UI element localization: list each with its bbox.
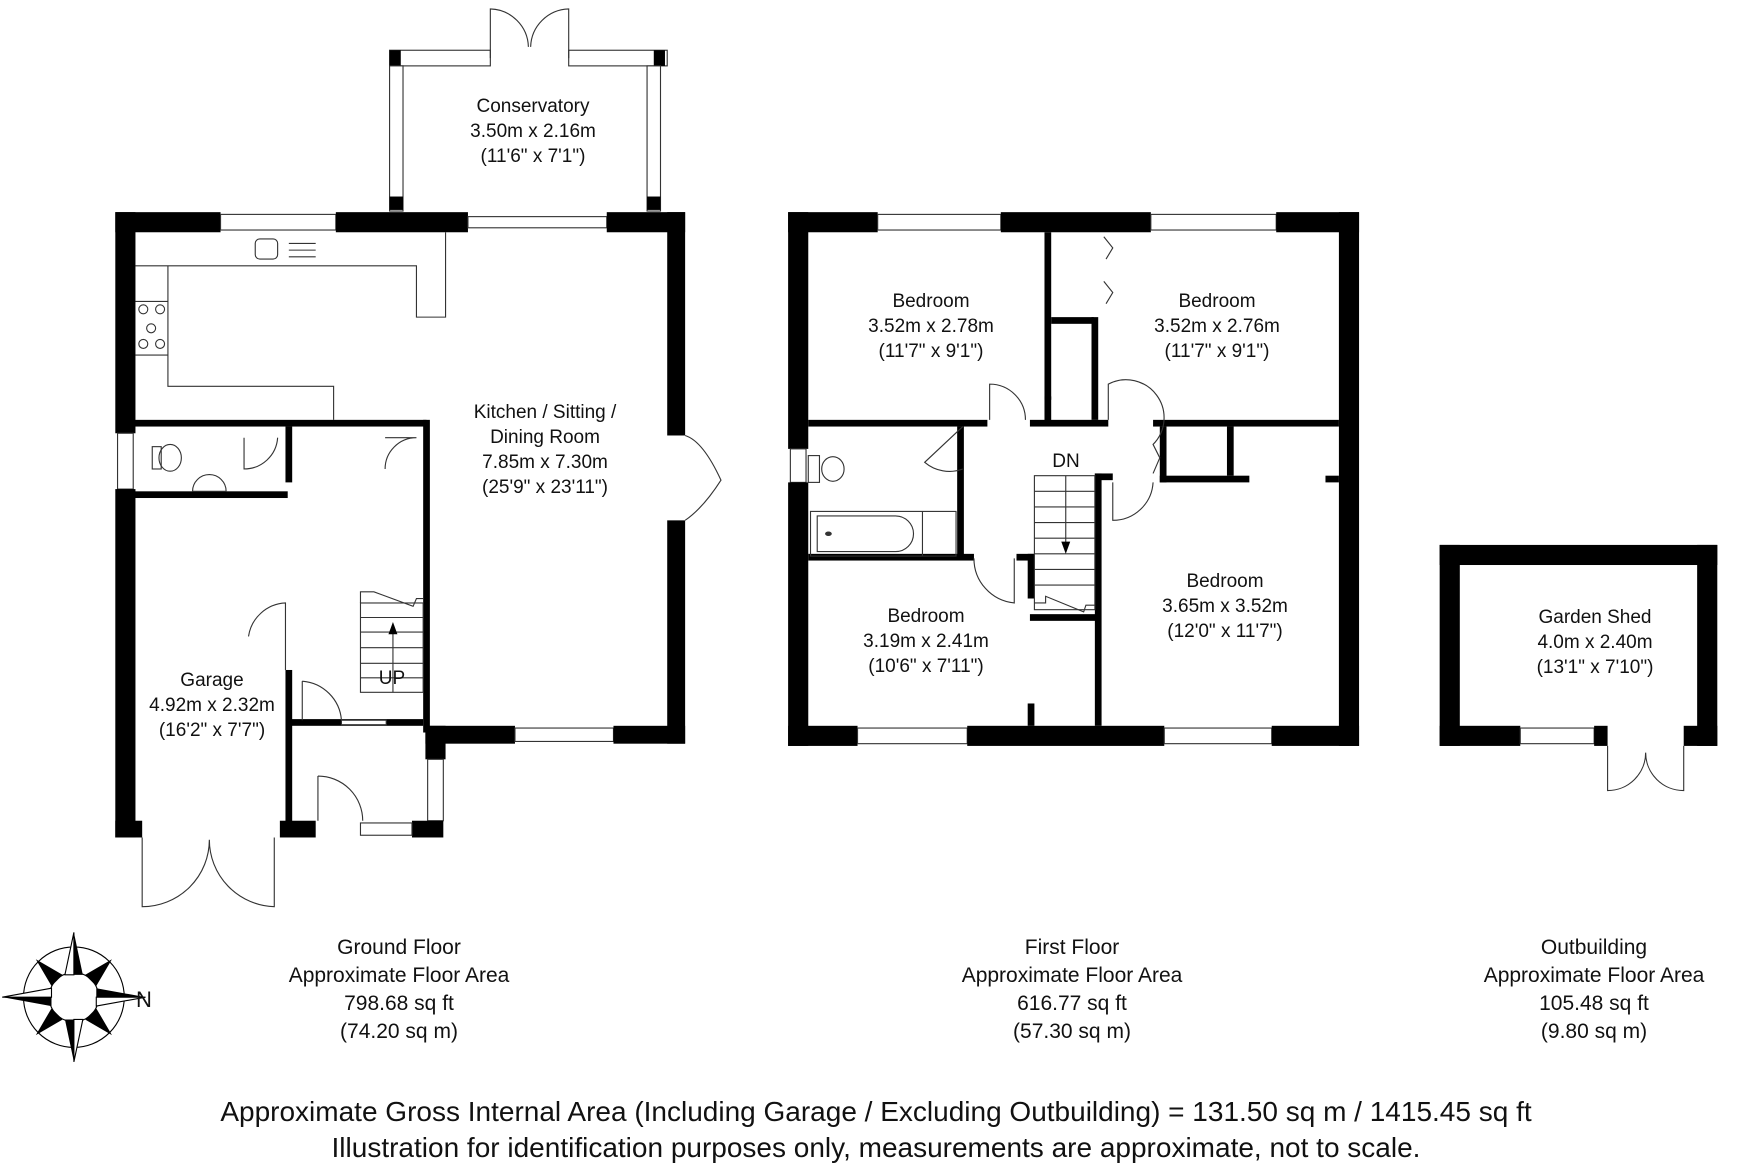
outbuilding-summary: Outbuilding Approximate Floor Area 105.4… xyxy=(1484,934,1705,1046)
room-name: Bedroom xyxy=(1178,291,1256,312)
room-name: Dining Room xyxy=(490,427,600,448)
room-size-imperial: (11'7" x 9'1") xyxy=(1164,341,1270,362)
room-name: Bedroom xyxy=(1186,571,1264,592)
room-name: Bedroom xyxy=(887,606,965,627)
summary-title: Ground Floor xyxy=(337,936,461,959)
disclaimer: Illustration for identification purposes… xyxy=(331,1132,1421,1163)
stairs-up xyxy=(359,591,424,693)
room-label-bedroom-2: Bedroom 3.52m x 2.76m (11'7" x 9'1") xyxy=(1154,289,1280,364)
summary-subtitle: Approximate Floor Area xyxy=(288,964,510,987)
room-size-imperial: (10'6" x 7'11") xyxy=(868,656,984,677)
summary-title: First Floor xyxy=(1024,936,1120,959)
room-size-imperial: (12'0" x 11'7") xyxy=(1167,621,1283,642)
north-label: N xyxy=(136,987,152,1012)
stairs-down xyxy=(1033,475,1096,613)
room-size-metric: 7.85m x 7.30m xyxy=(482,452,608,473)
room-label-garden-shed: Garden Shed 4.0m x 2.40m (13'1" x 7'10") xyxy=(1537,605,1654,680)
summary-subtitle: Approximate Floor Area xyxy=(1483,964,1705,987)
room-name: Garden Shed xyxy=(1538,607,1652,628)
room-name: Kitchen / Sitting / xyxy=(473,402,617,423)
summary-sqft: 105.48 sq ft xyxy=(1539,992,1649,1015)
summary-sqft: 798.68 sq ft xyxy=(344,992,454,1015)
room-name: Bedroom xyxy=(892,291,970,312)
room-size-metric: 4.0m x 2.40m xyxy=(1537,632,1653,653)
ground-floor-summary: Ground Floor Approximate Floor Area 798.… xyxy=(289,934,510,1046)
room-label-bedroom-1: Bedroom 3.52m x 2.78m (11'7" x 9'1") xyxy=(868,289,994,364)
summary-title: Outbuilding xyxy=(1540,936,1648,959)
compass-rose-icon xyxy=(2,932,146,1063)
room-size-metric: 3.52m x 2.76m xyxy=(1154,316,1280,337)
conservatory xyxy=(389,8,668,212)
room-size-imperial: (16'2" x 7'7") xyxy=(158,720,266,741)
room-name: Garage xyxy=(180,670,244,691)
room-size-metric: 3.19m x 2.41m xyxy=(863,631,989,652)
summary-sqm: (9.80 sq m) xyxy=(1540,1020,1648,1043)
room-size-metric: 4.92m x 2.32m xyxy=(149,695,275,716)
outbuilding-plan xyxy=(1439,544,1718,792)
gross-internal-area: Approximate Gross Internal Area (Includi… xyxy=(220,1096,1532,1127)
stairs-down-label: DN xyxy=(1052,451,1080,472)
room-label-kitchen-sitting-dining: Kitchen / Sitting / Dining Room 7.85m x … xyxy=(474,400,617,500)
room-name: Conservatory xyxy=(476,96,590,117)
first-floor-summary: First Floor Approximate Floor Area 616.7… xyxy=(962,934,1183,1046)
room-label-garage: Garage 4.92m x 2.32m (16'2" x 7'7") xyxy=(149,668,275,743)
room-label-bedroom-4: Bedroom 3.65m x 3.52m (12'0" x 11'7") xyxy=(1162,569,1288,644)
stairs-up-label: UP xyxy=(378,668,406,689)
room-size-imperial: (13'1" x 7'10") xyxy=(1536,657,1654,678)
room-size-metric: 3.52m x 2.78m xyxy=(868,316,994,337)
room-size-imperial: (11'6" x 7'1") xyxy=(480,146,586,167)
room-label-bedroom-3: Bedroom 3.19m x 2.41m (10'6" x 7'11") xyxy=(863,604,989,679)
first-floor-plan xyxy=(788,212,1360,746)
room-size-imperial: (25'9" x 23'11") xyxy=(481,477,609,498)
room-size-metric: 3.50m x 2.16m xyxy=(470,121,596,142)
room-size-imperial: (11'7" x 9'1") xyxy=(878,341,984,362)
footer: Approximate Gross Internal Area (Includi… xyxy=(0,1094,1752,1166)
ground-floor-plan xyxy=(115,8,722,908)
hob-icon xyxy=(138,304,166,349)
summary-sqm: (57.30 sq m) xyxy=(1013,1020,1131,1043)
room-size-metric: 3.65m x 3.52m xyxy=(1162,596,1288,617)
summary-sqft: 616.77 sq ft xyxy=(1017,992,1127,1015)
summary-sqm: (74.20 sq m) xyxy=(340,1020,458,1043)
room-label-conservatory: Conservatory 3.50m x 2.16m (11'6" x 7'1"… xyxy=(470,94,596,169)
summary-subtitle: Approximate Floor Area xyxy=(961,964,1183,987)
